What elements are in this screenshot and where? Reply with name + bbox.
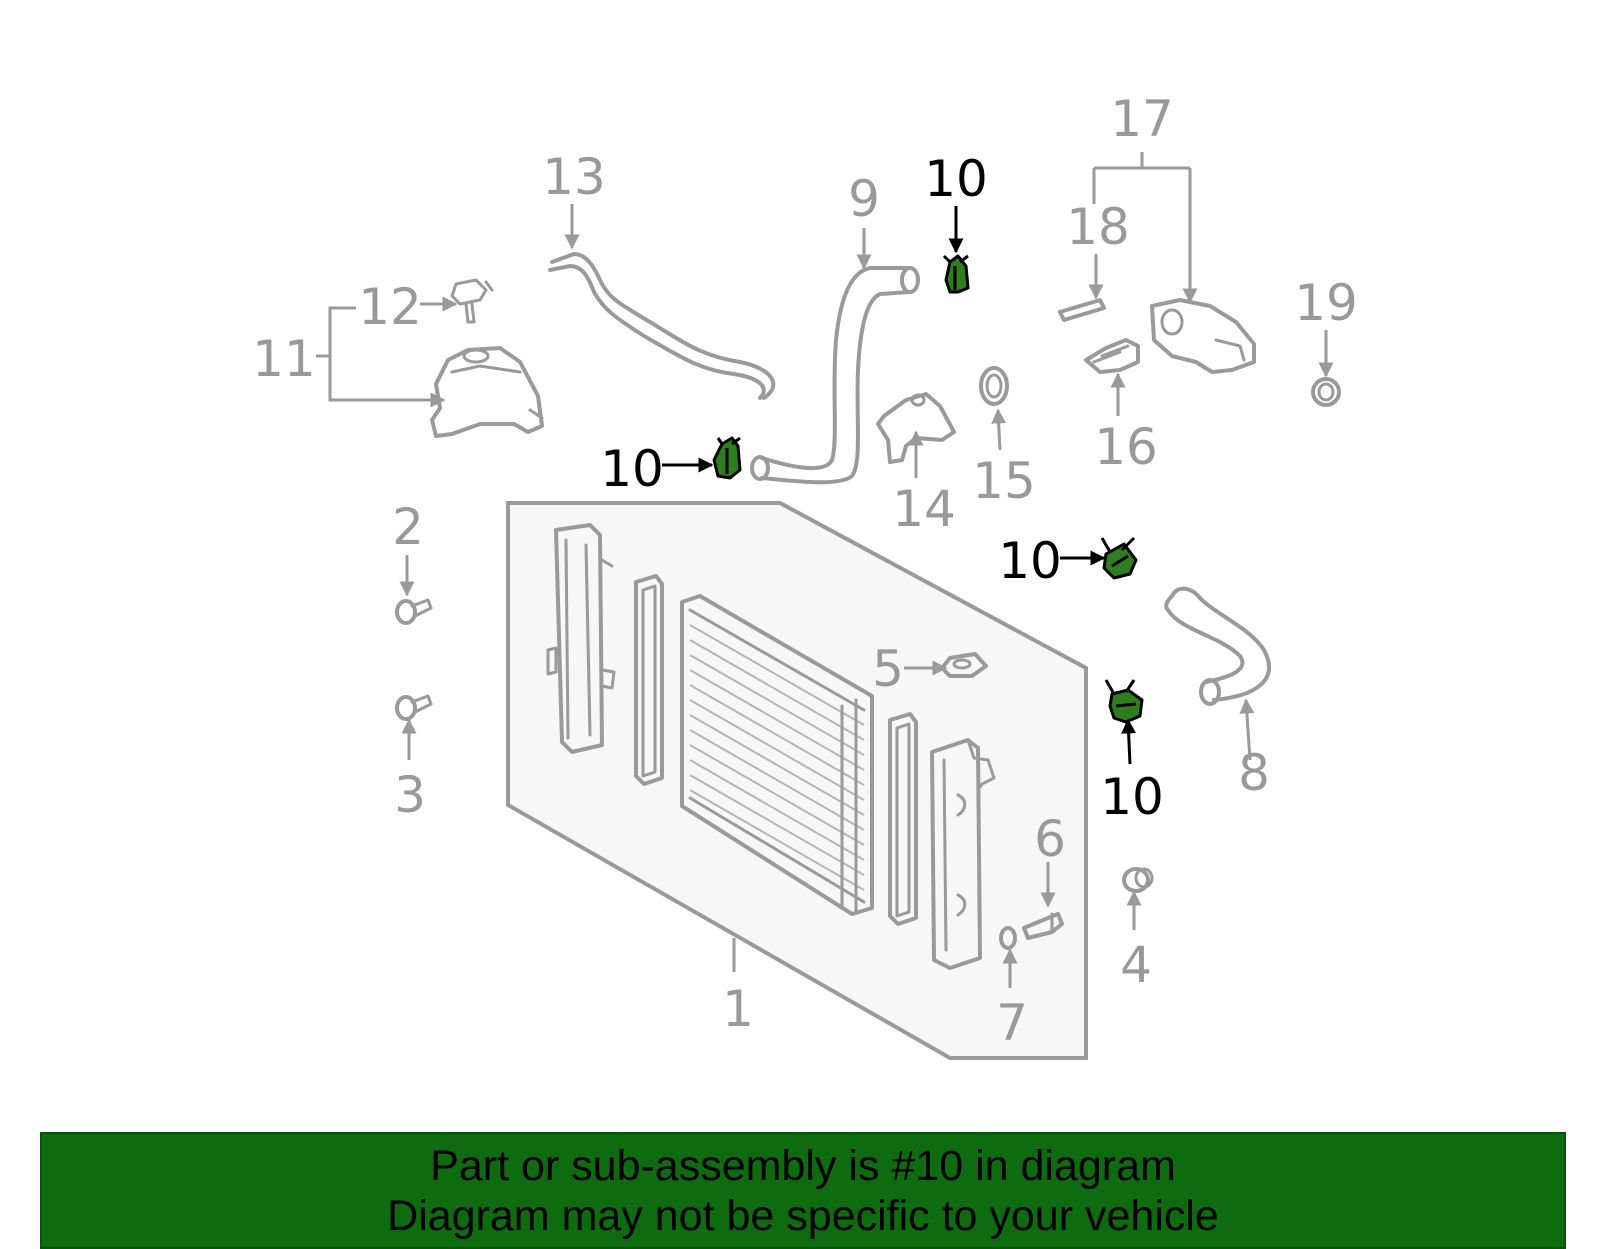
overflow-hose	[548, 252, 776, 400]
hose-clamp-right[interactable]	[1100, 536, 1138, 580]
o-ring-19	[1311, 377, 1341, 407]
radiator-left-tank	[546, 523, 616, 754]
bolt-3	[395, 694, 433, 721]
callout-15: 15	[972, 452, 1036, 510]
coolant-reservoir	[430, 346, 544, 438]
radiator-right-tank	[930, 738, 996, 970]
upper-hose	[750, 266, 920, 485]
drain-cock	[1022, 912, 1064, 940]
radiator-core	[680, 594, 874, 916]
callout-6: 6	[1034, 810, 1066, 868]
callout-5: 5	[872, 640, 904, 698]
callout-10-right: 10	[998, 532, 1062, 590]
lower-hose	[1164, 586, 1271, 706]
drain-o-ring	[999, 926, 1017, 950]
callout-10-left: 10	[600, 440, 664, 498]
callout-8: 8	[1238, 744, 1270, 802]
callout-10-top: 10	[924, 150, 988, 208]
callout-18: 18	[1066, 198, 1130, 256]
callout-3: 3	[394, 766, 426, 824]
callout-14: 14	[892, 480, 956, 538]
bolt-2	[395, 598, 433, 625]
callout-10-bottom: 10	[1100, 768, 1164, 826]
thermostat-housing	[1150, 298, 1256, 374]
callout-11: 11	[252, 330, 316, 388]
radiator-right-seal	[888, 712, 918, 926]
radiator-left-seal	[634, 574, 664, 786]
callout-1: 1	[722, 980, 754, 1038]
radiator-assembly	[506, 501, 1088, 1060]
gasket-15	[979, 366, 1009, 406]
callout-7: 7	[996, 994, 1028, 1052]
hose-clamp-upper-left[interactable]	[712, 436, 742, 480]
info-banner: Part or sub-assembly is #10 in diagram D…	[40, 1132, 1566, 1249]
hose-clamp-lower-right[interactable]	[1104, 679, 1144, 724]
stud-18	[1058, 298, 1106, 322]
callout-labels: 1 2 3 4 5 6 7 8 9 11 12 13 14 15 16 17 1…	[252, 90, 1358, 1052]
callout-16: 16	[1094, 418, 1158, 476]
leader-lines	[316, 152, 1334, 988]
reservoir-cap	[450, 278, 494, 324]
banner-line-2: Diagram may not be specific to your vehi…	[387, 1191, 1219, 1240]
callout-19: 19	[1294, 274, 1358, 332]
hose-clamp-top[interactable]	[942, 254, 970, 294]
callout-12: 12	[358, 278, 422, 336]
cushion-4	[1122, 867, 1154, 893]
thermostat	[1084, 338, 1140, 374]
callout-13: 13	[542, 148, 606, 206]
banner-line-1: Part or sub-assembly is #10 in diagram	[430, 1141, 1176, 1190]
callout-4: 4	[1120, 936, 1152, 994]
callout-9: 9	[848, 170, 880, 228]
callout-17: 17	[1110, 90, 1174, 148]
callout-2: 2	[392, 498, 424, 556]
